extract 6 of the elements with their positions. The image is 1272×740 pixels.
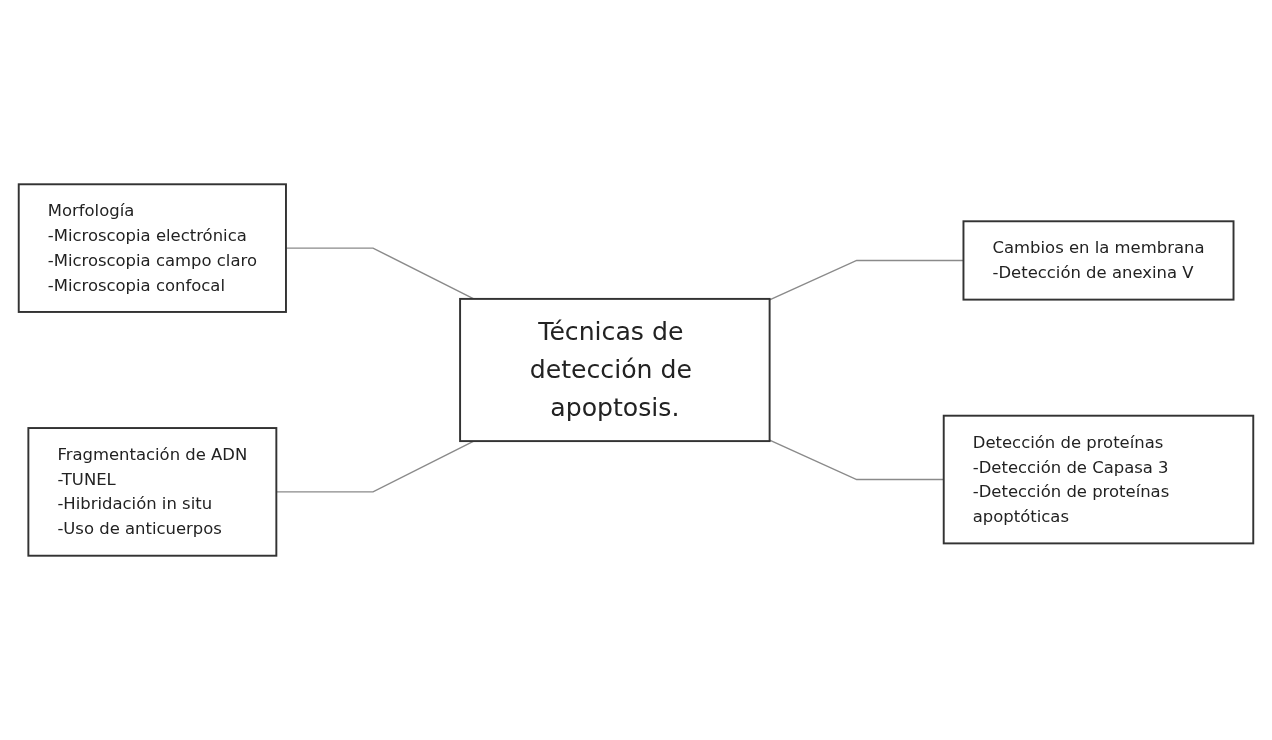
connector bbox=[285, 247, 475, 300]
node-box: Detección de proteínas -Detección de Capasa 3 -Detección de proteínas apoptóticas bbox=[942, 414, 1255, 545]
node-box: Fragmentación de ADN -TUNEL -Hibridación in situ -Uso de anticuerpos bbox=[27, 427, 278, 557]
node-box: Técnicas de detección de apoptosis. bbox=[459, 297, 771, 443]
node-box: Cambios en la membrana -Detección de anexina V bbox=[962, 220, 1235, 301]
node-box: Morfología -Microscopia electrónica -Microscopia campo claro -Microscopia confocal bbox=[17, 183, 287, 313]
